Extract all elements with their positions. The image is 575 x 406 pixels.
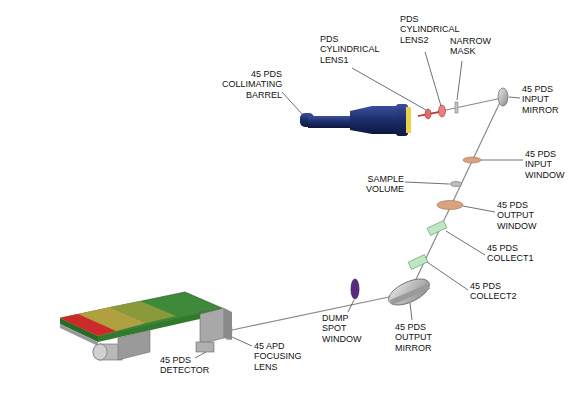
output-mirror xyxy=(385,274,433,311)
detector xyxy=(60,292,232,360)
sample-volume xyxy=(450,182,462,187)
output-window xyxy=(437,201,463,210)
part-label: 45 PDS INPUT WINDOW xyxy=(525,149,569,180)
part-label: 45 PDS COLLECT2 xyxy=(470,281,522,302)
part-label: 45 PDS DETECTOR xyxy=(160,355,212,376)
part-label: DUMP SPOT WINDOW xyxy=(322,313,368,344)
part-label: 45 PDS INPUT MIRROR xyxy=(522,84,566,115)
collect-lens xyxy=(427,221,447,236)
part-label: 45 APD FOCUSING LENS xyxy=(254,341,308,372)
part-label: PDS CYLINDRICAL LENS1 xyxy=(320,34,380,65)
input-mirror xyxy=(498,88,508,106)
laser-beam xyxy=(232,98,502,330)
cylindrical-lens xyxy=(439,105,446,117)
part-label: 45 PDS COLLECT1 xyxy=(487,243,539,264)
cylindrical-lens xyxy=(425,109,431,119)
dump-spot-window xyxy=(351,279,359,299)
collect-lens xyxy=(408,255,428,270)
part-label: 45 PDS OUTPUT WINDOW xyxy=(497,200,543,231)
collimating-barrel xyxy=(300,104,411,136)
part-label: SAMPLE VOLUME xyxy=(357,174,404,195)
leader-line xyxy=(195,52,523,358)
part-label: 45 PDS OUTPUT MIRROR xyxy=(395,322,453,353)
part-label: 45 PDS COLLIMATING BARREL xyxy=(222,69,282,100)
narrow-mask xyxy=(455,102,458,113)
part-label: NARROW MASK xyxy=(450,36,494,57)
input-window xyxy=(463,157,481,163)
